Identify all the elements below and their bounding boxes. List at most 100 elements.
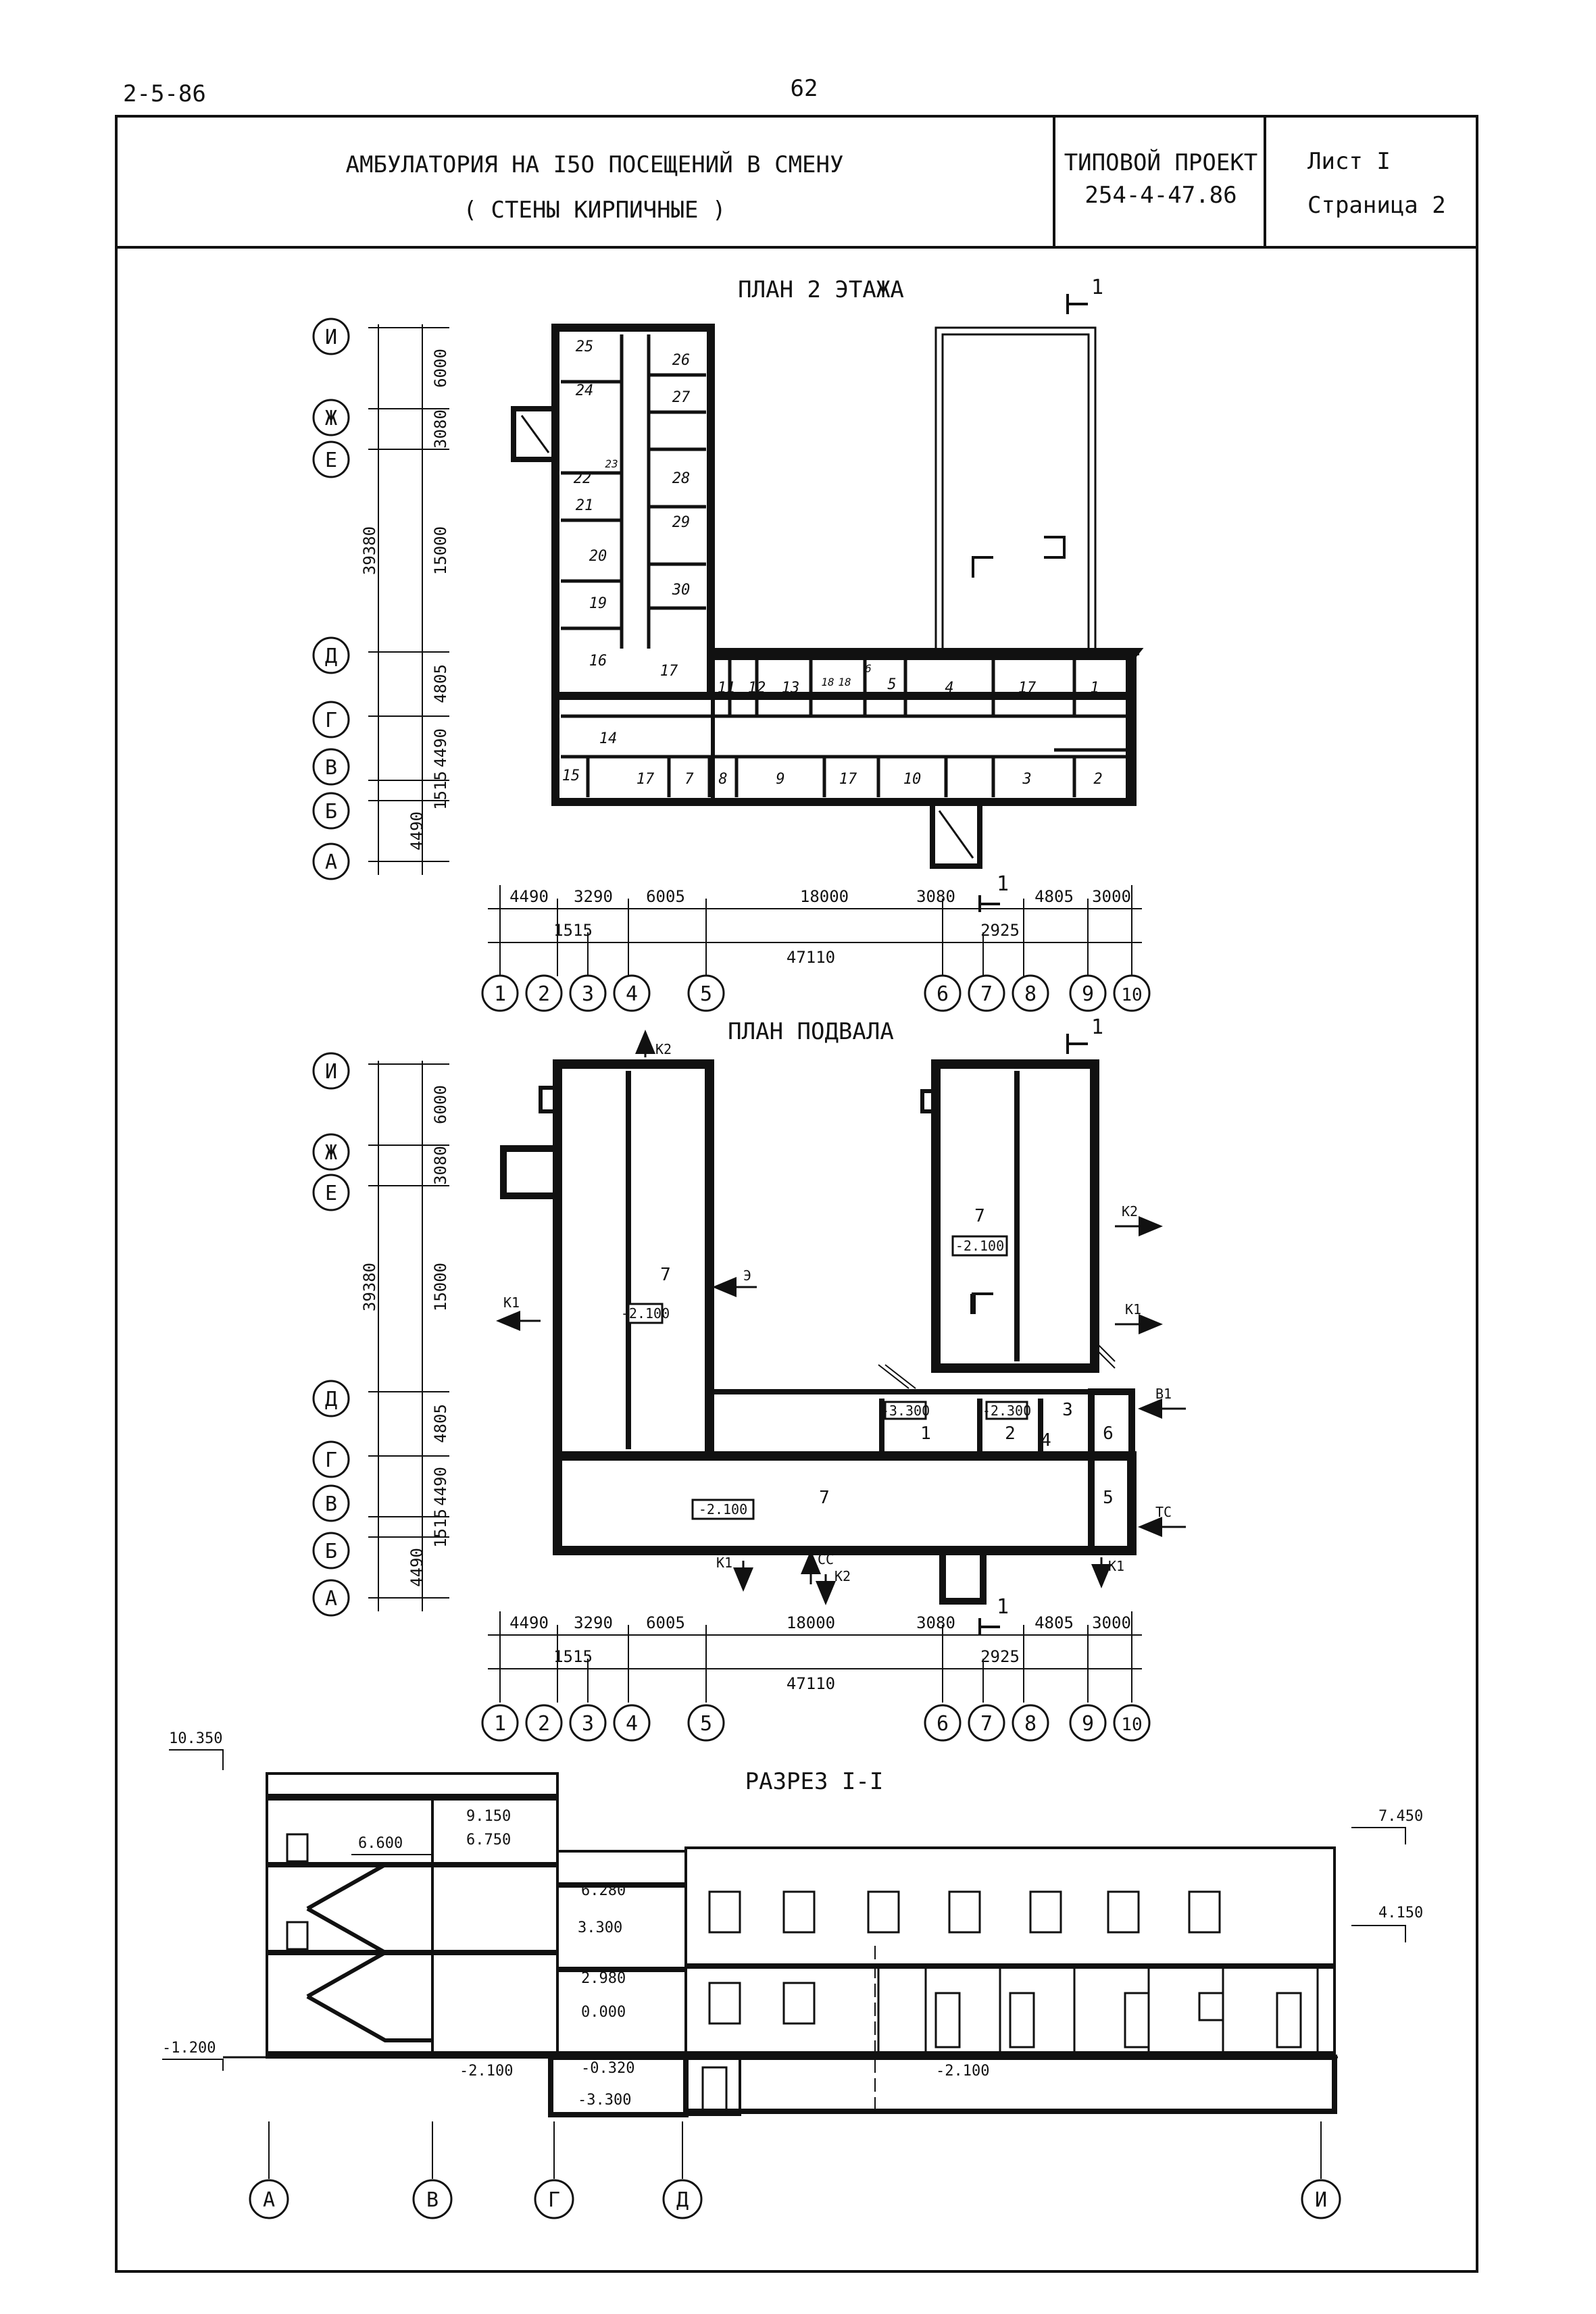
- axis-label: 4: [626, 1712, 638, 1736]
- axis-label: 6: [937, 982, 949, 1006]
- room-number: 17: [660, 663, 678, 680]
- project-title: АМБУЛАТОРИЯ НА I5O ПОСЕЩЕНИЙ В СМЕНУ: [346, 151, 844, 178]
- axis-label: 1: [494, 1712, 506, 1736]
- sheet-frame: [115, 115, 1478, 2273]
- level-mark: 0.000: [581, 2004, 626, 2021]
- axis-label: 1: [494, 982, 506, 1006]
- col-dim: 4805: [1034, 887, 1074, 906]
- room-number: 5: [887, 676, 896, 693]
- axis-label: Б: [325, 800, 337, 824]
- axis-label: В: [325, 1492, 337, 1516]
- col-dim: 3290: [574, 1613, 613, 1632]
- room-number: 1: [1090, 680, 1099, 697]
- utility-label: К1: [503, 1294, 520, 1311]
- axis-label: И: [325, 1060, 337, 1084]
- axis-label: 2: [538, 982, 550, 1006]
- axis-label: Д: [325, 1388, 337, 1411]
- row-dim: 3080: [431, 1146, 450, 1185]
- col-dim: 1515: [553, 1647, 593, 1666]
- axis-label: 3: [582, 1712, 594, 1736]
- row-dim: 1515: [431, 1509, 450, 1548]
- axis-label: И: [325, 326, 337, 349]
- level-mark: -2.300: [982, 1403, 1031, 1419]
- section-mark: 1: [1091, 1015, 1103, 1039]
- col-dim: 18000: [800, 887, 849, 906]
- col-dim: 3080: [916, 887, 955, 906]
- axis-label: 5: [700, 1712, 712, 1736]
- room-number: 1: [920, 1424, 931, 1444]
- room-number: 17: [839, 771, 857, 788]
- axis-label: Г: [548, 2188, 560, 2212]
- level-mark: 10.350: [169, 1730, 222, 1747]
- utility-label: В1: [1155, 1386, 1172, 1402]
- axis-label: Е: [325, 1182, 337, 1205]
- col-dim: 6005: [646, 887, 685, 906]
- level-mark: 6.600: [358, 1835, 403, 1852]
- room-number: 17: [1018, 680, 1037, 697]
- axis-label: А: [325, 1587, 337, 1611]
- room-number: 7: [684, 771, 694, 788]
- room-number: 18: [821, 676, 834, 688]
- project-subtitle: ( СТЕНЫ КИРПИЧНЫЕ ): [464, 197, 726, 224]
- level-mark: -2.100: [699, 1501, 747, 1517]
- utility-label: К1: [716, 1555, 732, 1571]
- total-dim: 39380: [360, 1263, 379, 1311]
- plan-basement: ПЛАН ПОДВАЛА 1 1: [312, 1015, 1186, 1742]
- level-mark: -2.100: [936, 2063, 989, 2080]
- level-mark: 3.300: [578, 1919, 622, 1936]
- col-dim: 4490: [509, 1613, 549, 1632]
- level-mark: 6.280: [581, 1882, 626, 1899]
- basement-title: ПЛАН ПОДВАЛА: [728, 1018, 894, 1045]
- room-number: 14: [599, 730, 618, 747]
- room-number: 25: [576, 338, 594, 355]
- level-mark: 7.450: [1378, 1808, 1423, 1825]
- room-number: 19: [589, 595, 607, 612]
- col-total: 47110: [787, 1674, 835, 1693]
- axis-label: В: [325, 756, 337, 780]
- level-mark: 6.750: [466, 1832, 511, 1848]
- utility-label: К2: [655, 1041, 672, 1057]
- col-total: 47110: [787, 948, 835, 967]
- room-number: 4: [1041, 1430, 1051, 1451]
- axis-label: Д: [676, 2188, 689, 2212]
- row-dim: 15000: [431, 526, 450, 575]
- axis-label: Д: [325, 645, 337, 668]
- section-mark: 1: [997, 1595, 1009, 1619]
- axis-label: 6: [937, 1712, 949, 1736]
- room-number: 5: [1103, 1488, 1114, 1508]
- plan2-col-axes: 4490 3290 6005 18000 3080 4805 3000 1515…: [481, 885, 1151, 1012]
- row-dim: 4490: [407, 1548, 426, 1587]
- room-number: 23: [605, 457, 618, 470]
- row-dim: 6000: [431, 349, 450, 388]
- project-label: ТИПОВОЙ ПРОЕКТ: [1064, 149, 1258, 176]
- section-mark: 1: [1091, 276, 1103, 299]
- room-number: 17: [637, 771, 655, 788]
- room-number: 30: [672, 582, 691, 599]
- row-dim: 15000: [431, 1263, 450, 1311]
- axis-label: Г: [325, 1449, 337, 1472]
- row-dim: 4490: [431, 1467, 450, 1506]
- room-number: 29: [672, 514, 691, 531]
- row-dim: 4490: [407, 811, 426, 851]
- section-1-1: РАЗРЕЗ I-I: [162, 1730, 1423, 2219]
- room-number: 21: [576, 497, 594, 514]
- col-dim: 4490: [509, 887, 549, 906]
- level-mark: -2.100: [621, 1305, 670, 1322]
- room-number: 24: [576, 382, 594, 399]
- axis-label: А: [263, 2188, 275, 2212]
- utility-label: К1: [1108, 1558, 1124, 1574]
- col-dim: 2925: [980, 1647, 1020, 1666]
- col-dim: 3000: [1092, 1613, 1131, 1632]
- axis-label: 8: [1024, 982, 1037, 1006]
- level-mark: -0.320: [581, 2060, 634, 2077]
- room-number: 8: [718, 771, 727, 788]
- utility-label: ТС: [1155, 1504, 1172, 1520]
- axis-label: 10: [1121, 985, 1142, 1005]
- row-dim: 4805: [431, 664, 450, 703]
- col-dim: 3290: [574, 887, 613, 906]
- room-number: 6: [1103, 1424, 1114, 1444]
- axis-label: В: [426, 2188, 439, 2212]
- room-number: 3: [1022, 771, 1031, 788]
- room-number: 28: [672, 470, 691, 487]
